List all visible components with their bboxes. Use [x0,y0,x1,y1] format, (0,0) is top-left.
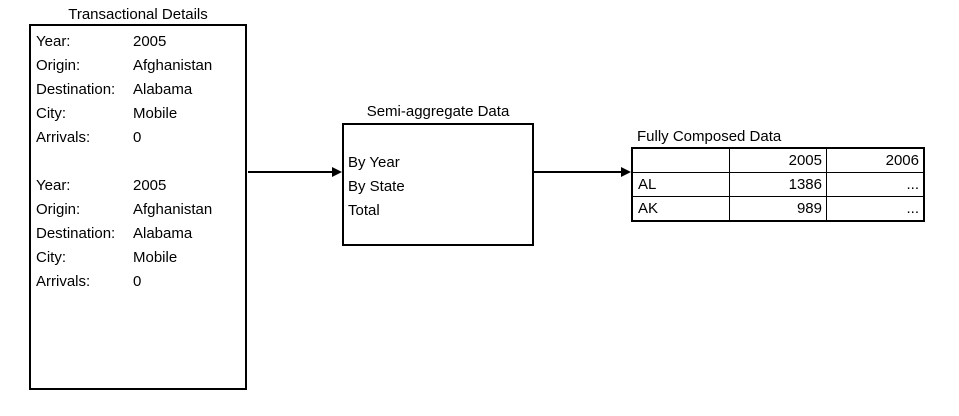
field-value: 2005 [133,177,167,194]
aggregate-item-total: Total [348,202,380,219]
field-row: Arrivals: 0 [36,270,245,294]
field-row: Arrivals: 0 [36,126,245,150]
arrow-transactional-to-semiaggregate [248,171,333,173]
arrowhead-icon [621,167,631,177]
field-value: 0 [133,129,142,146]
field-value: Afghanistan [133,57,213,74]
cell-2006-value: ... [826,196,925,222]
field-label: City: [36,105,66,122]
transaction-record-2: Year: 2005 Origin: Afghanistan Destinati… [36,174,245,294]
arrowhead-icon [332,167,342,177]
field-row: City: Mobile [36,246,245,270]
field-value: Afghanistan [133,201,213,218]
transactional-details-box: Year: 2005 Origin: Afghanistan Destinati… [29,24,247,390]
cell-2005-value: 989 [729,196,827,222]
semi-aggregate-box: By Year By State Total [342,123,534,246]
field-label: Destination: [36,225,116,242]
cell-2005-value: 1386 [729,172,827,197]
aggregate-item-by-state: By State [348,178,405,195]
transaction-record-1: Year: 2005 Origin: Afghanistan Destinati… [36,30,245,150]
field-value: Mobile [133,249,178,266]
field-label: Destination: [36,81,116,98]
table-header-row: 2005 2006 [631,147,925,173]
field-row: Year: 2005 [36,30,245,54]
cell-state: AK [631,196,730,222]
header-cell-state [631,147,730,173]
fully-composed-table: 2005 2006 AL 1386 ... AK 989 ... [631,147,925,222]
semi-aggregate-title: Semi-aggregate Data [366,103,510,120]
field-label: Arrivals: [36,273,91,290]
field-label: City: [36,249,66,266]
fully-composed-title: Fully Composed Data [637,128,782,145]
cell-2006-value: ... [826,172,925,197]
field-row: Year: 2005 [36,174,245,198]
field-row: Origin: Afghanistan [36,198,245,222]
field-label: Origin: [36,201,81,218]
transactional-details-title: Transactional Details [68,6,208,23]
cell-state: AL [631,172,730,197]
table-row: AL 1386 ... [631,172,925,197]
field-row: Destination: Alabama [36,222,245,246]
table-row: AK 989 ... [631,196,925,222]
fully-composed-table-wrap: 2005 2006 AL 1386 ... AK 989 ... [631,147,925,222]
arrow-semiaggregate-to-fullycomposed [534,171,621,173]
field-value: 0 [133,273,142,290]
field-value: Alabama [133,225,193,242]
field-row: Destination: Alabama [36,78,245,102]
aggregate-item-by-year: By Year [348,154,400,171]
field-value: Mobile [133,105,178,122]
field-label: Origin: [36,57,81,74]
field-row: City: Mobile [36,102,245,126]
field-label: Arrivals: [36,129,91,146]
field-value: 2005 [133,33,167,50]
field-label: Year: [36,177,71,194]
field-label: Year: [36,33,71,50]
header-cell-2006: 2006 [826,147,925,173]
header-cell-2005: 2005 [729,147,827,173]
field-row: Origin: Afghanistan [36,54,245,78]
field-value: Alabama [133,81,193,98]
